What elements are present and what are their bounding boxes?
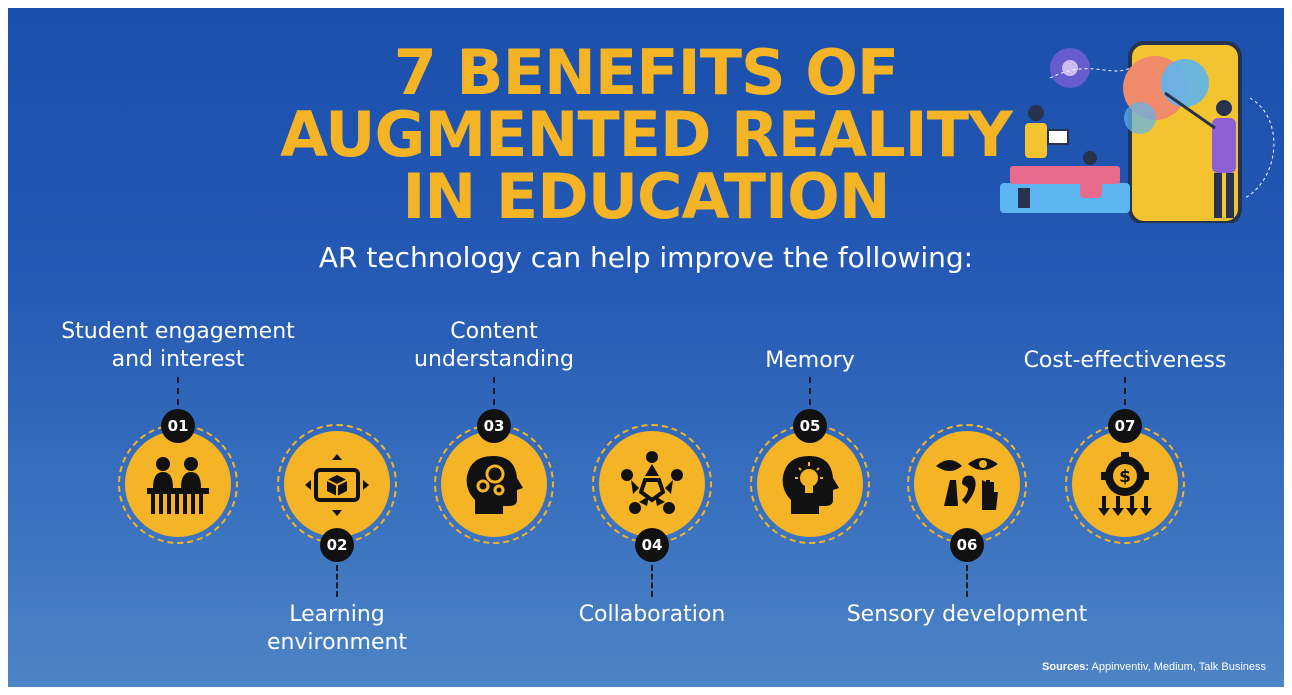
ar-education-illustration [1000, 41, 1275, 223]
benefit-05-label: Memory [765, 348, 855, 373]
sources-prefix: Sources: [1042, 661, 1090, 673]
team-circle-icon [621, 451, 683, 514]
head-lightbulb-icon [782, 456, 839, 514]
ar-tablet-cube-icon [305, 454, 369, 516]
benefit-05-number: 05 [793, 409, 827, 443]
connector-05 [809, 377, 811, 405]
connector-02 [336, 565, 338, 597]
benefit-02-number: 02 [320, 528, 354, 562]
sources-note: Sources: Appinventiv, Medium, Talk Busin… [1042, 661, 1266, 673]
benefit-07-number: 07 [1108, 409, 1142, 443]
benefit-04-number: 04 [635, 528, 669, 562]
benefit-03-number: 03 [477, 409, 511, 443]
benefit-06-label: Sensory development [846, 602, 1088, 627]
senses-icon [936, 458, 998, 510]
svg-text:$: $ [1119, 467, 1131, 487]
students-at-desk-icon [147, 457, 209, 514]
connector-03 [493, 377, 495, 405]
head-gears-icon [466, 456, 523, 514]
benefit-04-disc [599, 431, 705, 537]
subtitle: AR technology can help improve the follo… [318, 241, 974, 274]
connector-06 [966, 565, 968, 597]
benefit-07-label: Cost-effectiveness [1023, 348, 1227, 373]
title-line-1: 7 BENEFITS OF [393, 36, 900, 109]
connector-04 [651, 565, 653, 597]
benefit-06-number: 06 [950, 528, 984, 562]
connector-01 [177, 377, 179, 405]
dollar-gear-arrows-icon: $ [1098, 452, 1152, 516]
title-line-3: IN EDUCATION [402, 160, 890, 233]
benefit-01-disc [125, 431, 231, 537]
infographic-canvas [8, 8, 1284, 687]
connector-07 [1124, 377, 1126, 405]
title-line-2: AUGMENTED REALITY [280, 98, 1013, 171]
sources-text: Appinventiv, Medium, Talk Business [1091, 661, 1266, 673]
benefit-01-number: 01 [161, 409, 195, 443]
benefit-04-label: Collaboration [578, 602, 726, 627]
